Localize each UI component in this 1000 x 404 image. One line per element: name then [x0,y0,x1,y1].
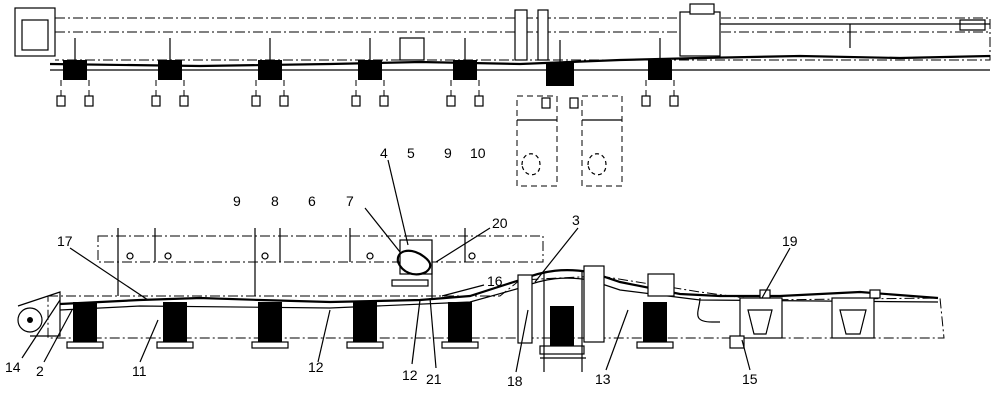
top-drop-chutes [516,95,623,187]
callout-15: 15 [742,371,758,387]
side-elevation-view [17,228,945,372]
side-head-section [697,289,881,349]
callout-8: 8 [271,193,279,209]
side-upper-posts [117,228,476,296]
callout-leader-lines [21,159,791,373]
top-idler-stations [56,38,679,109]
callout-9-top: 9 [444,145,452,161]
side-belt-line [59,268,939,306]
callout-13: 13 [595,371,611,387]
side-idler-stations [66,302,674,355]
callout-14: 14 [5,359,21,375]
callout-12-b: 12 [402,367,418,383]
callout-6: 6 [308,193,316,209]
side-takeup-section [517,265,675,372]
side-upper-frame [97,235,544,263]
callout-9-left: 9 [233,193,241,209]
callout-2: 2 [36,363,44,379]
callout-21: 21 [426,371,442,387]
callout-20: 20 [492,215,508,231]
callout-5: 5 [407,145,415,161]
callout-10: 10 [470,145,486,161]
callout-numbers: 4 5 9 10 9 8 6 7 20 3 17 19 16 14 2 11 1… [5,145,798,389]
callout-11: 11 [132,363,147,379]
top-plan-view [14,3,991,187]
callout-18: 18 [507,373,523,389]
callout-19: 19 [782,233,798,249]
callout-16: 16 [487,273,503,289]
side-drive-hopper [391,239,433,300]
callout-12-a: 12 [308,359,324,375]
callout-17: 17 [57,233,73,249]
callout-7: 7 [346,193,354,209]
callout-3: 3 [572,212,580,228]
top-right-drive-frame [679,11,721,57]
callout-4: 4 [380,145,388,161]
